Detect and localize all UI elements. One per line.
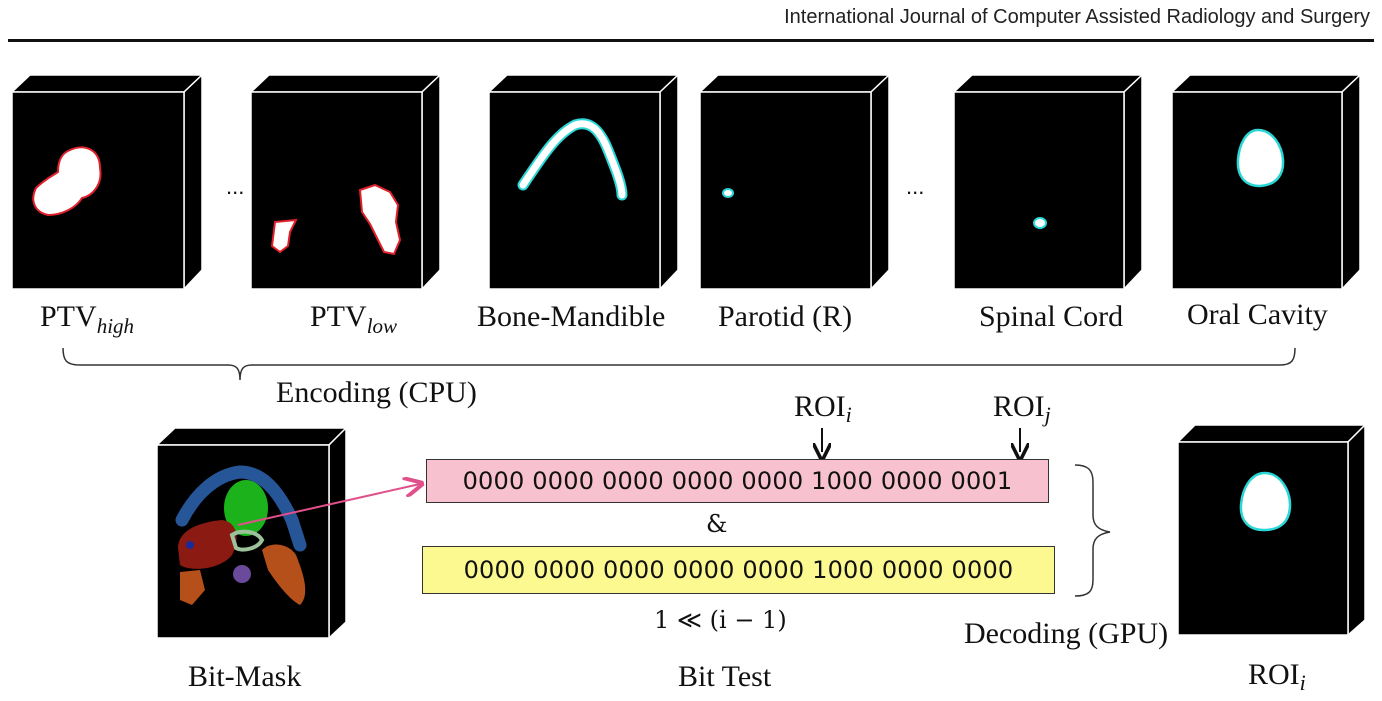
decoding-brace	[1074, 464, 1111, 597]
roi-i-label: ROIi	[794, 390, 852, 427]
label-parotid-r: Parotid (R)	[718, 300, 853, 333]
bit-test-value-box: 0000 0000 0000 0000 0000 1000 0000 0000	[422, 546, 1055, 594]
bitmask-pointer-arrow	[237, 484, 420, 526]
decoding-label: Decoding (GPU)	[964, 617, 1169, 650]
roi-j-label: ROIj	[993, 390, 1051, 427]
label-ptv-high: PTVhigh	[40, 300, 135, 338]
spinal-cord-contour	[1033, 217, 1047, 229]
label-bit-mask: Bit-Mask	[188, 660, 302, 693]
and-operator: &	[706, 510, 728, 538]
encoding-label: Encoding (CPU)	[276, 376, 477, 409]
volume-bit-mask	[155, 426, 348, 640]
header-rule	[8, 39, 1374, 42]
label-oral-cavity: Oral Cavity	[1187, 298, 1328, 331]
ptv-high-contour	[32, 146, 102, 217]
parotid-contour	[722, 188, 734, 198]
result-roi-contour	[1239, 471, 1292, 532]
oral-cavity-contour	[1236, 128, 1285, 188]
label-ptv-low: PTVlow	[310, 300, 398, 338]
label-spinal-cord: Spinal Cord	[979, 300, 1124, 333]
volume-ptv-low	[249, 73, 442, 291]
bitmask-value-box: 0000 0000 0000 0000 0000 1000 0000 0001	[426, 459, 1049, 503]
volume-result-roi	[1176, 423, 1367, 637]
volume-spinal-cord	[952, 73, 1144, 291]
volume-ptv-high	[10, 73, 204, 291]
label-bone-mandible: Bone-Mandible	[477, 300, 666, 333]
volume-parotid-r	[698, 73, 891, 291]
ellipsis-right: ...	[906, 174, 924, 199]
shift-expression: 1 ≪ (i − 1)	[654, 606, 787, 634]
volume-oral-cavity	[1170, 73, 1362, 291]
ptv-low-contour-left	[270, 218, 298, 254]
encoding-brace	[62, 347, 1296, 381]
label-result-roi: ROIi	[1248, 658, 1306, 695]
label-bit-test: Bit Test	[678, 660, 772, 693]
volume-bone-mandible	[487, 73, 680, 291]
ellipsis-left: ...	[226, 174, 244, 199]
ptv-low-contour-right	[358, 183, 402, 256]
journal-header: International Journal of Computer Assist…	[784, 6, 1370, 28]
